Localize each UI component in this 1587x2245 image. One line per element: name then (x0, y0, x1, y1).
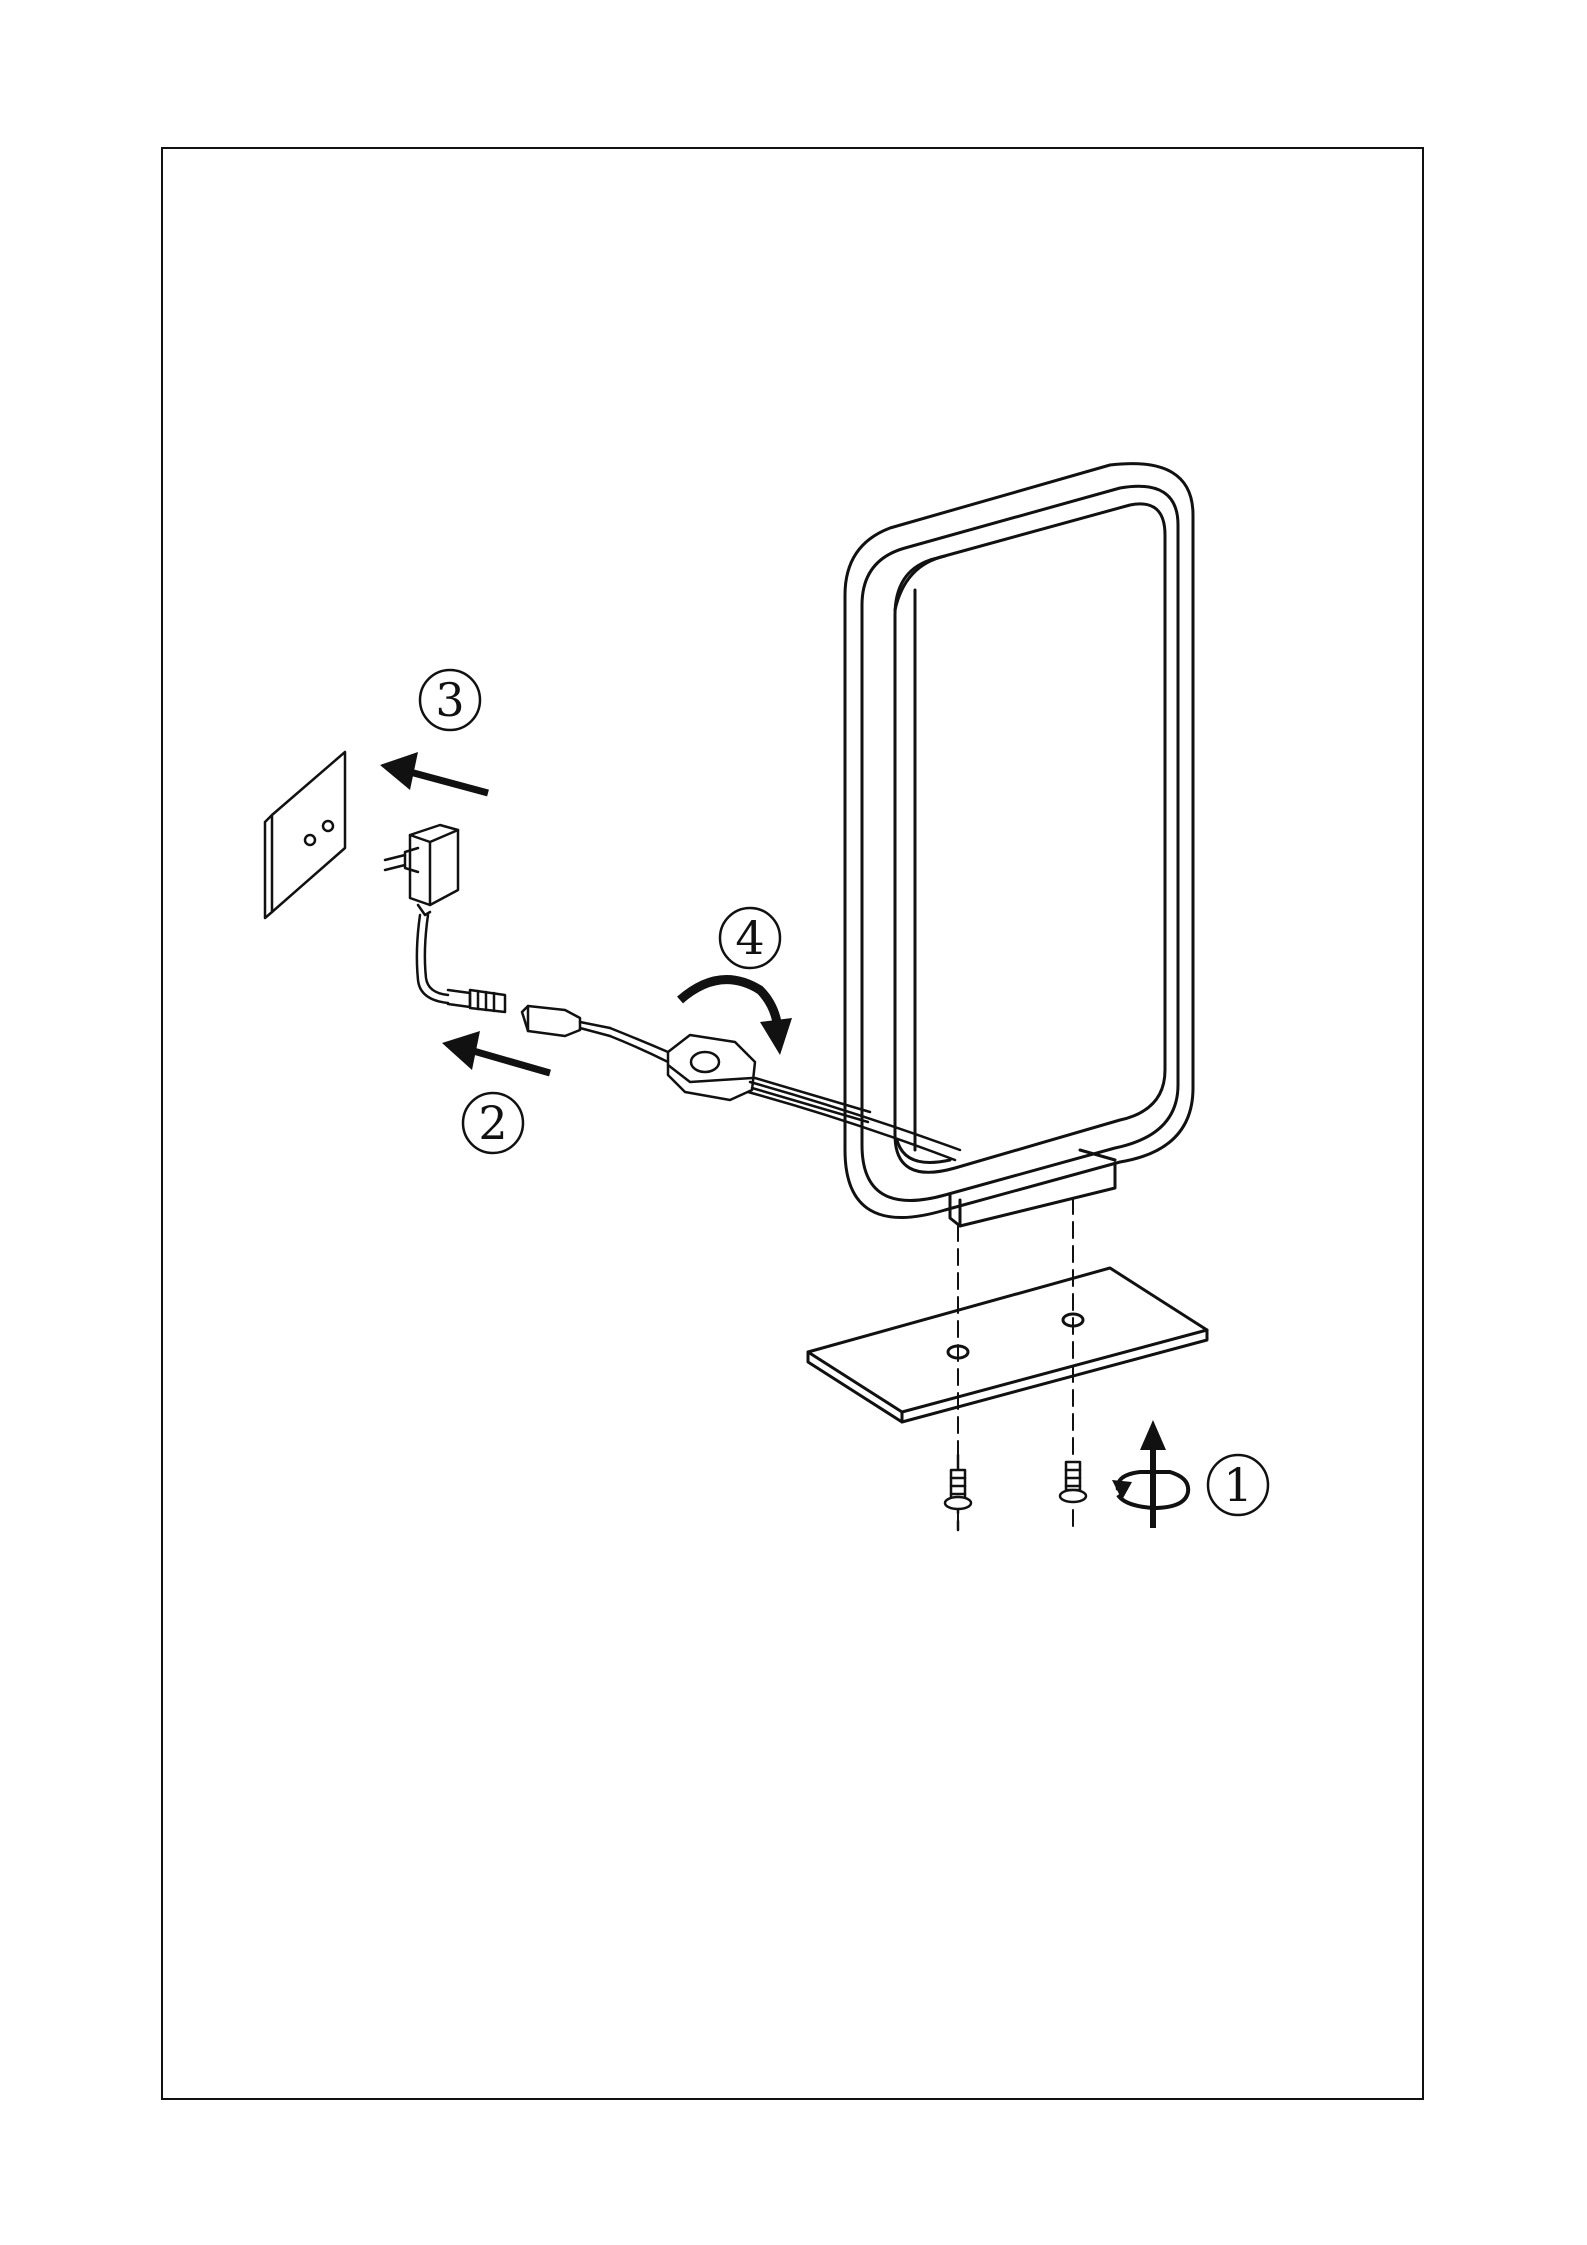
dc-connector-male (448, 990, 505, 1012)
svg-text:3: 3 (435, 673, 464, 727)
dc-connector-female (522, 1006, 610, 1036)
step-3-label: 3 (420, 670, 480, 730)
plug-in-arrow-icon (380, 752, 488, 793)
page-border (162, 148, 1423, 2099)
screw-right (1060, 1462, 1086, 1502)
lamp-cable (748, 1082, 960, 1160)
rotate-up-arrow-icon (1112, 1420, 1188, 1528)
dimmer-switch (668, 1035, 755, 1100)
svg-text:4: 4 (735, 911, 764, 965)
alignment-lines (958, 1198, 1073, 1530)
step-4-label: 4 (720, 908, 780, 968)
wall-socket (265, 752, 345, 918)
lamp-frame (845, 464, 1193, 1218)
svg-text:2: 2 (478, 1096, 507, 1150)
adapter-cable (417, 915, 448, 1003)
svg-text:1: 1 (1223, 1458, 1252, 1512)
step-1-label: 1 (1208, 1455, 1268, 1515)
connect-arrow-icon (442, 1031, 550, 1073)
dimmer-cable (610, 1028, 870, 1122)
step-2-label: 2 (463, 1093, 523, 1153)
power-adapter (385, 825, 458, 915)
base-plate (808, 1268, 1207, 1422)
